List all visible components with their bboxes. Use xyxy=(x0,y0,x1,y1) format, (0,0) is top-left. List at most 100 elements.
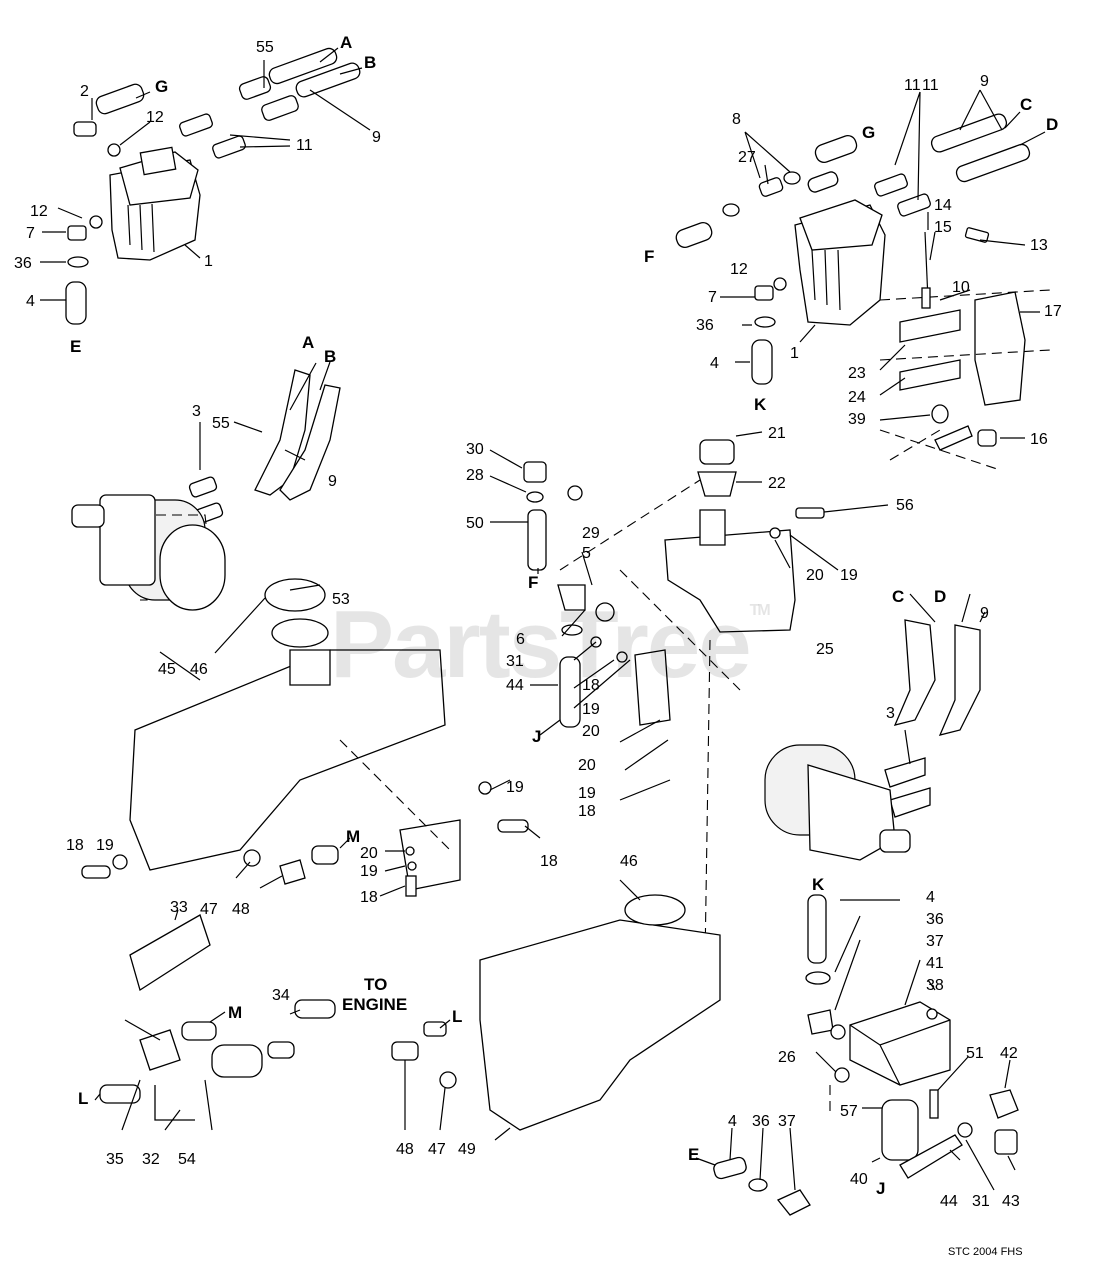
fuel-tank-left xyxy=(81,578,529,897)
fuel-pump-left xyxy=(65,47,361,325)
callout: 43 xyxy=(1002,1193,1020,1210)
callout: L xyxy=(78,1089,88,1108)
callout: 5 xyxy=(582,545,591,562)
callout: 18 xyxy=(66,837,84,854)
callout: 45 xyxy=(158,661,176,678)
callout: 35 xyxy=(106,1151,124,1168)
callout: 21 xyxy=(768,425,786,442)
callout: 42 xyxy=(1000,1045,1018,1062)
callout: 2 xyxy=(80,83,89,100)
callout: 55 xyxy=(212,415,230,432)
callout: B xyxy=(364,53,376,72)
callout: 4 xyxy=(728,1113,737,1130)
callout: 34 xyxy=(272,987,290,1004)
diagram-code: STC 2004 FHS xyxy=(948,1246,1023,1258)
callout: 47 xyxy=(428,1141,446,1158)
callout: 37 xyxy=(926,933,944,950)
callout: G xyxy=(155,77,168,96)
callout: 20 xyxy=(578,757,596,774)
callout: 32 xyxy=(142,1151,160,1168)
callout: 50 xyxy=(466,515,484,532)
callout: J xyxy=(532,727,541,746)
callout: 28 xyxy=(466,467,484,484)
callout: 41 xyxy=(926,955,944,972)
callout: 54 xyxy=(178,1151,196,1168)
callout: G xyxy=(862,123,875,142)
callout: 26 xyxy=(778,1049,796,1066)
fuel-pump-right xyxy=(675,113,1051,471)
callout: 19 xyxy=(96,837,114,854)
callout: 36 xyxy=(752,1113,770,1130)
callout: E xyxy=(688,1145,699,1164)
callout: 19 xyxy=(506,779,524,796)
callout: D xyxy=(1046,115,1058,134)
callout: 13 xyxy=(1030,237,1048,254)
callout: E xyxy=(70,337,81,356)
callout: 20 xyxy=(582,723,600,740)
callout: 12 xyxy=(730,261,748,278)
callout: TO xyxy=(364,975,387,994)
callout: 38 xyxy=(926,977,944,994)
callout: 44 xyxy=(506,677,524,694)
callout: 19 xyxy=(578,785,596,802)
callout: 19 xyxy=(840,567,858,584)
callout: 7 xyxy=(708,289,717,306)
callout: 6 xyxy=(516,631,525,648)
callout: 1 xyxy=(790,345,799,362)
callout: 33 xyxy=(170,899,188,916)
callout: C xyxy=(892,587,904,606)
callout: ENGINE xyxy=(342,995,407,1014)
callout: 16 xyxy=(1030,431,1048,448)
callout: 20 xyxy=(360,845,378,862)
callout: 51 xyxy=(966,1045,984,1062)
callout: 27 xyxy=(738,149,756,166)
callout: 40 xyxy=(850,1171,868,1188)
callout: 4 xyxy=(26,293,35,310)
callout: 36 xyxy=(926,911,944,928)
callout: J xyxy=(876,1179,885,1198)
callout: F xyxy=(644,247,654,266)
callout: 11 xyxy=(922,77,939,94)
callout: 56 xyxy=(896,497,914,514)
callout: 4 xyxy=(926,889,935,906)
callout: 9 xyxy=(372,129,381,146)
callout: A xyxy=(340,33,352,52)
callout: 12 xyxy=(146,109,164,126)
callout: 36 xyxy=(14,255,32,272)
callout: M xyxy=(228,1003,242,1022)
callout: 31 xyxy=(506,653,524,670)
callout: 47 xyxy=(200,901,218,918)
callout: 23 xyxy=(848,365,866,382)
callout: F xyxy=(528,573,538,592)
callout: C xyxy=(1020,95,1032,114)
hydraulic-motor-left xyxy=(71,369,341,611)
shutoff-valve-assembly xyxy=(99,914,336,1121)
callout: 25 xyxy=(816,641,834,658)
callout: 12 xyxy=(30,203,48,220)
callout: 39 xyxy=(848,411,866,428)
callout: 22 xyxy=(768,475,786,492)
callout: 9 xyxy=(980,73,989,90)
callout: 20 xyxy=(806,567,824,584)
watermark: PartsTreeTM xyxy=(330,591,771,698)
callout: 18 xyxy=(360,889,378,906)
callout-labels: 55 A B 2 G 12 11 9 12 7 36 4 E 1 8 9 C D… xyxy=(14,33,1062,1210)
callout: 18 xyxy=(540,853,558,870)
callout: M xyxy=(346,827,360,846)
callout: 18 xyxy=(582,677,600,694)
callout: 49 xyxy=(458,1141,476,1158)
callout: 9 xyxy=(328,473,337,490)
callout: 18 xyxy=(578,803,596,820)
callout: 15 xyxy=(934,219,952,236)
callout: 36 xyxy=(696,317,714,334)
callout: 14 xyxy=(934,197,952,214)
callout: 9 xyxy=(980,605,989,622)
callout: 29 xyxy=(582,525,600,542)
callout: 31 xyxy=(972,1193,990,1210)
leader-lines xyxy=(40,47,1046,1191)
valve-block-assembly xyxy=(713,894,1019,1216)
reservoir-small xyxy=(523,439,825,961)
callout: 7 xyxy=(26,225,35,242)
callout: 48 xyxy=(232,901,250,918)
